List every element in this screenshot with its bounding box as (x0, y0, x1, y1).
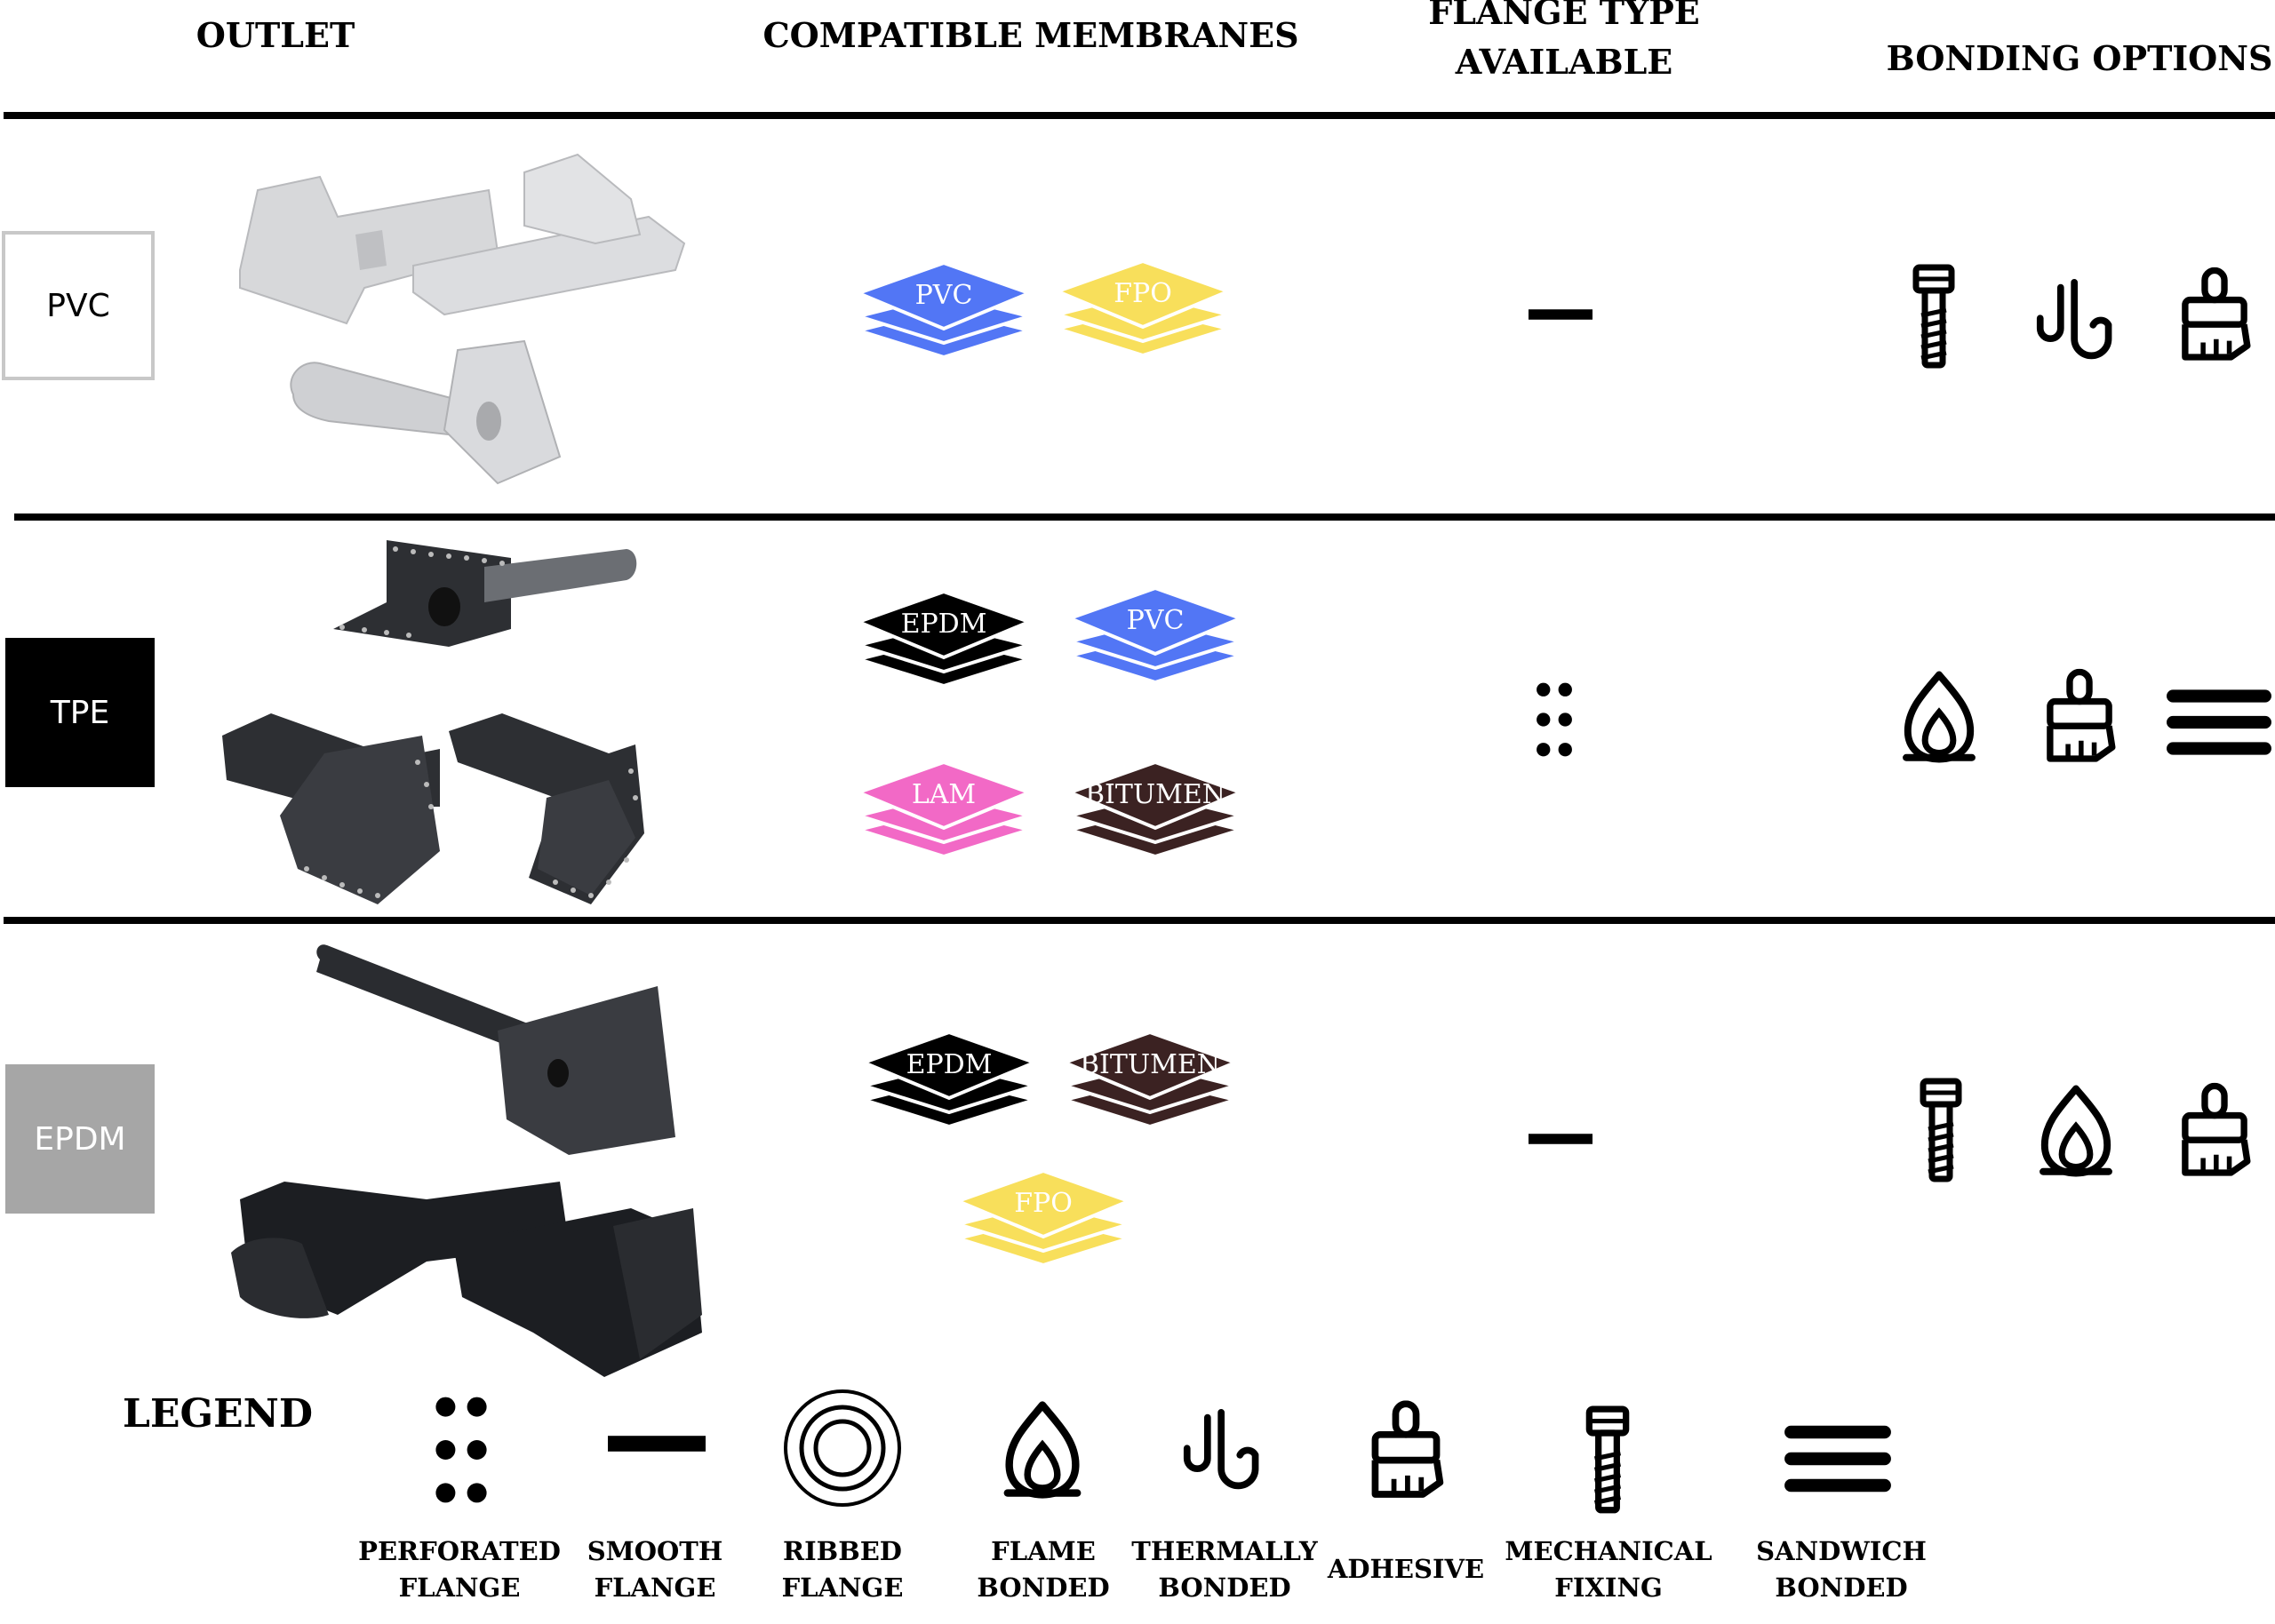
membrane-fpo: FPO (1054, 252, 1232, 377)
smooth-flange-icon (1529, 1132, 1592, 1146)
row-epdm: EPDM EPDM BITUMEN FPO (0, 924, 2275, 1377)
flame-bonded-icon (2037, 1084, 2115, 1178)
membrane-stack-bitumen: BITUMEN (1066, 760, 1244, 859)
membrane-stack-epdm: EPDM (855, 589, 1033, 689)
membrane-stack-pvc: PVC (855, 260, 1033, 360)
epdm-outlet-image (231, 944, 702, 1377)
header-flange-type: FLANGE TYPE AVAILABLE (1369, 0, 1760, 87)
legend-label-adhesive: ADHESIVE (1327, 1554, 1485, 1584)
adhesive-icon (2174, 263, 2255, 370)
flame-bonded-icon (1001, 1400, 1084, 1500)
header-divider (4, 112, 2275, 119)
header-outlet: OUTLET (196, 15, 355, 55)
membrane-stack-fpo: FPO (954, 1168, 1132, 1268)
membrane-pvc: PVC (1066, 579, 1244, 704)
membrane-fpo: FPO (954, 1162, 1132, 1286)
adhesive-icon (1363, 1397, 1449, 1507)
material-label-epdm: EPDM (5, 1064, 155, 1214)
membrane-label: BITUMEN (1080, 1049, 1220, 1080)
membrane-stack-fpo: FPO (1054, 259, 1232, 358)
header-flange-line2: AVAILABLE (1455, 42, 1673, 82)
smooth-flange-icon (1529, 307, 1592, 322)
membrane-label: PVC (915, 280, 973, 311)
sandwich-bonded-icon (2165, 686, 2273, 759)
membrane-bitumen: BITUMEN (1061, 1023, 1239, 1148)
membrane-label: FPO (1114, 278, 1172, 309)
legend-title: LEGEND (123, 1391, 313, 1437)
adhesive-icon (2039, 665, 2120, 771)
membrane-epdm: EPDM (855, 583, 1033, 707)
membrane-stack-bitumen: BITUMEN (1061, 1030, 1239, 1129)
header-bonding-options: BONDING OPTIONS (1886, 38, 2273, 78)
header-flange-line1: FLANGE TYPE (1428, 0, 1700, 32)
tpe-outlet-image (222, 540, 644, 904)
membrane-label: PVC (1127, 605, 1185, 636)
flame-bonded-icon (1900, 670, 1978, 764)
membrane-stack-epdm: EPDM (860, 1030, 1038, 1129)
membrane-label: EPDM (906, 1049, 993, 1080)
membrane-label: FPO (1014, 1188, 1073, 1219)
mechanical-fixing-icon (1907, 263, 1960, 371)
thermally-bonded-icon (2035, 279, 2120, 364)
membrane-epdm: EPDM (860, 1023, 1038, 1148)
material-label-tpe: TPE (5, 638, 155, 787)
membrane-bitumen: BITUMEN (1066, 753, 1244, 878)
row-divider-1 (14, 513, 2275, 521)
membrane-lam: LAM (855, 753, 1033, 878)
membrane-stack-pvc: PVC (1066, 585, 1244, 685)
material-label-pvc: PVC (2, 231, 155, 380)
row-tpe: TPE EPDM PVC (0, 521, 2275, 912)
ribbed-flange-icon (780, 1386, 905, 1510)
row-divider-2 (4, 917, 2275, 924)
sandwich-bonded-icon (1783, 1421, 1893, 1496)
membrane-label: LAM (912, 779, 976, 810)
adhesive-icon (2174, 1079, 2255, 1185)
mechanical-fixing-icon (1914, 1077, 1968, 1185)
mechanical-fixing-icon (1580, 1405, 1635, 1516)
perforated-flange-icon (432, 1391, 491, 1509)
membrane-label: EPDM (901, 609, 987, 640)
smooth-flange-icon (608, 1434, 706, 1453)
header-compatible-membranes: COMPATIBLE MEMBRANES (762, 15, 1299, 55)
membrane-label: BITUMEN (1085, 779, 1225, 810)
membrane-stack-lam: LAM (855, 760, 1033, 859)
row-pvc: PVC PVC FPO (0, 119, 2275, 510)
thermally-bonded-icon (1182, 1409, 1267, 1494)
perforated-flange-icon (1534, 679, 1575, 760)
membrane-pvc: PVC (855, 254, 1033, 378)
pvc-outlet-image (239, 153, 686, 485)
